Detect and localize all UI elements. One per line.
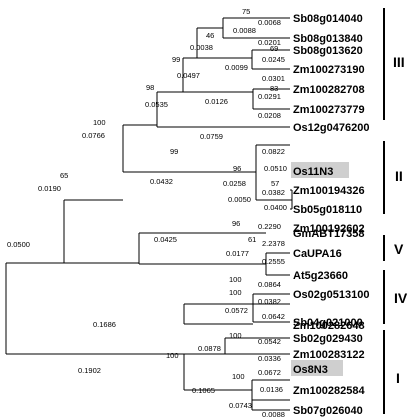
highlight-os8n3: [291, 360, 343, 376]
bootstrap-value: 100: [93, 118, 106, 127]
bootstrap-value: 99: [172, 55, 180, 64]
branch-length: 0.0382: [262, 188, 285, 197]
taxon-label: CaUPA16: [293, 248, 342, 260]
taxon-label: Os12g0476200: [293, 122, 369, 134]
branch-length: 0.0510: [264, 164, 287, 173]
branch-length: 0.2290: [258, 222, 281, 231]
branch-length: 0.0126: [205, 97, 228, 106]
branch-length: 0.0822: [262, 147, 285, 156]
branch-length: 0.0672: [258, 368, 281, 377]
taxon-label: Zm100273779: [293, 104, 365, 116]
branch-length: 0.0400: [264, 203, 287, 212]
branch-length: 0.0068: [258, 18, 281, 27]
clade-markers: III II V IV I: [383, 8, 408, 414]
bootstrap-value: 100: [229, 275, 242, 284]
taxon-label: Zm100282584: [293, 385, 365, 397]
branch-length: 0.0136: [260, 385, 283, 394]
branch-length: 0.0572: [225, 306, 248, 315]
bootstrap-value: 100: [229, 288, 242, 297]
branch-length: 0.0642: [262, 312, 285, 321]
branch-length: 0.0743: [229, 401, 252, 410]
bootstrap-value: 100: [166, 351, 179, 360]
branch-length: 0.0050: [228, 195, 251, 204]
taxon-label: Zm100192602: [293, 223, 365, 235]
bootstrap-value: 75: [242, 7, 250, 16]
branch-length: 0.0542: [258, 337, 281, 346]
branch-length: 0.1065: [192, 386, 215, 395]
branch-length: 0.0038: [190, 43, 213, 52]
branch-length: 0.0878: [198, 344, 221, 353]
branch-length: 0.0258: [223, 179, 246, 188]
branch-length: 0.0382: [258, 297, 281, 306]
branch-annotations: 75 0.0088 46 0.0068 0.0201 69 0.0245 0.0…: [7, 7, 287, 419]
branch-length: 0.0088: [233, 26, 256, 35]
taxon-label: Sb08g014040: [293, 13, 363, 25]
taxon-label: GmABT17358: [293, 228, 365, 240]
taxon-label: Sb04g021000: [293, 317, 363, 329]
tree-branches: [5, 17, 293, 411]
clade-label-iii: III: [393, 54, 405, 70]
bootstrap-value: 100: [229, 331, 242, 340]
branch-length: 0.0099: [225, 63, 248, 72]
taxon-label: Sb02g029430: [293, 333, 363, 345]
branch-length: 0.0208: [258, 111, 281, 120]
branch-length: 0.0177: [226, 249, 249, 258]
taxon-label: Sb05g018110: [293, 204, 362, 216]
branch-length: 0.0864: [258, 280, 281, 289]
bootstrap-value: 57: [271, 179, 279, 188]
branch-length: 0.0759: [200, 132, 223, 141]
bootstrap-value: 65: [60, 171, 68, 180]
branch-length: 0.0497: [177, 71, 200, 80]
branch-length: 0.1686: [93, 320, 116, 329]
taxon-label: Zm100283122: [293, 349, 365, 361]
branch-length: 0.0291: [258, 92, 281, 101]
bootstrap-value: 83: [270, 84, 278, 93]
taxon-label: Sb07g026040: [293, 405, 363, 417]
clade-label-iv: IV: [394, 290, 408, 306]
branch-length: 0.0245: [262, 55, 285, 64]
branch-length: 0.0336: [258, 354, 281, 363]
taxon-label: Sb08g013840: [293, 33, 363, 45]
branch-length: 0.0500: [7, 240, 30, 249]
branch-length: 0.0425: [154, 235, 177, 244]
taxon-labels: Sb08g014040 Sb08g013840 Sb08g013620 Zm10…: [293, 13, 369, 417]
branch-length: 0.2555: [262, 257, 285, 266]
bootstrap-value: 98: [146, 83, 154, 92]
taxon-label: Zm100273190: [293, 64, 365, 76]
taxon-label: Os8N3: [293, 364, 328, 376]
clade-label-i: I: [396, 370, 400, 386]
taxon-label: At5g23660: [293, 270, 348, 282]
branch-length: 0.1902: [78, 366, 101, 375]
taxon-label: Zm100282708: [293, 84, 365, 96]
branch-length: 0.0766: [82, 131, 105, 140]
taxon-label: Zm100282648: [293, 320, 365, 332]
clade-label-v: V: [394, 241, 404, 257]
highlight-os11n3: [291, 162, 349, 178]
branch-length: 0.0088: [262, 410, 285, 419]
bootstrap-value: 99: [170, 147, 178, 156]
bootstrap-value: 96: [233, 164, 241, 173]
taxon-label: Os11N3: [293, 166, 333, 178]
bootstrap-value: 61: [248, 235, 256, 244]
bootstrap-value: 100: [232, 372, 245, 381]
clade-label-ii: II: [395, 168, 403, 184]
bootstrap-value: 46: [206, 31, 214, 40]
branch-length: 2.2378: [262, 239, 285, 248]
bootstrap-value: 69: [270, 44, 278, 53]
branch-length: 0.0301: [262, 74, 285, 83]
bootstrap-value: 96: [232, 219, 240, 228]
branch-length: 0.0201: [258, 38, 281, 47]
taxon-label: Sb08g013620: [293, 45, 363, 57]
branch-length: 0.0190: [38, 184, 61, 193]
taxon-label: Os02g0513100: [293, 289, 369, 301]
branch-length: 0.0535: [145, 100, 168, 109]
branch-length: 0.0432: [150, 177, 173, 186]
taxon-label: Zm100194326: [293, 185, 365, 197]
